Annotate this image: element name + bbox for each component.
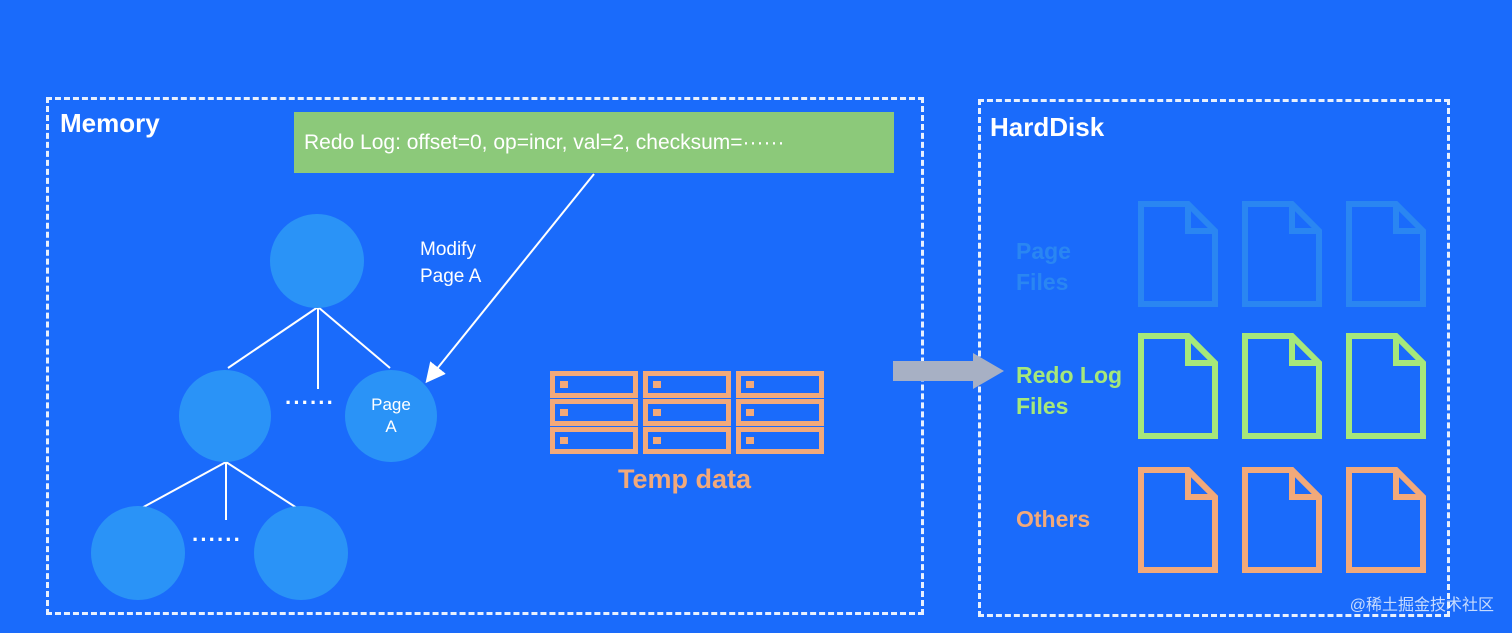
- page-files-label-line1: Page: [1016, 238, 1071, 264]
- modify-page-a-label: Modify Page A: [420, 236, 481, 290]
- page-a-label-line2: A: [385, 417, 397, 436]
- tree-edge: [317, 306, 391, 369]
- modify-label-line2: Page A: [420, 266, 482, 287]
- tree-edge: [225, 461, 301, 511]
- temp-data-cell: [736, 399, 824, 426]
- temp-data-cell: [550, 399, 638, 426]
- tree-edge: [137, 461, 227, 511]
- others-label: Others: [1016, 506, 1091, 532]
- page-file-icons: [1138, 201, 1426, 307]
- redo-log-file-icon: [1242, 333, 1322, 439]
- redo-log-file-icon: [1346, 333, 1426, 439]
- other-file-icon: [1138, 467, 1218, 573]
- page-file-icon: [1346, 201, 1426, 307]
- tree-node: [179, 370, 271, 462]
- temp-data-cell: [736, 427, 824, 454]
- others-file-icons: [1138, 467, 1426, 573]
- redo-log-files-label-line2: Files: [1016, 393, 1069, 419]
- other-file-icon: [1242, 467, 1322, 573]
- temp-data-cell: [643, 399, 731, 426]
- watermark: @稀土掘金技术社区: [1349, 597, 1494, 614]
- modify-label-line1: Modify: [420, 239, 476, 260]
- page-a-label-line1: Page: [371, 395, 411, 414]
- ellipsis: ······: [285, 390, 335, 415]
- tree-edge: [227, 306, 319, 369]
- memory-title: Memory: [60, 108, 160, 138]
- tree-leaf-node: [254, 506, 348, 600]
- tree-root-node: [270, 214, 364, 308]
- page-files-label-line2: Files: [1016, 269, 1069, 295]
- memory-panel: [46, 97, 924, 615]
- page-a-label: Page A: [345, 394, 437, 438]
- redo-log-files-label-line1: Redo Log: [1016, 362, 1123, 388]
- temp-data-cell: [736, 371, 824, 398]
- temp-data-cell: [550, 427, 638, 454]
- redo-log-files-label: Redo Log Files: [1016, 360, 1122, 422]
- redo-log-file-icons: [1138, 333, 1426, 439]
- temp-data-cell: [550, 371, 638, 398]
- modify-arrow: [425, 173, 595, 384]
- tree-leaf-node: [91, 506, 185, 600]
- ellipsis: ······: [192, 527, 242, 552]
- temp-data-label: Temp data: [618, 464, 752, 494]
- other-file-icon: [1346, 467, 1426, 573]
- page-file-icon: [1242, 201, 1322, 307]
- page-file-icon: [1138, 201, 1218, 307]
- redo-log-file-icon: [1138, 333, 1218, 439]
- page-a-node: [345, 370, 437, 462]
- temp-data-cell: [643, 427, 731, 454]
- temp-data-cell: [643, 371, 731, 398]
- harddisk-title: HardDisk: [990, 112, 1105, 142]
- flush-arrow: [893, 353, 1004, 389]
- redo-log-record: Redo Log: offset=0, op=incr, val=2, chec…: [294, 112, 894, 173]
- page-files-label: Page Files: [1016, 236, 1071, 298]
